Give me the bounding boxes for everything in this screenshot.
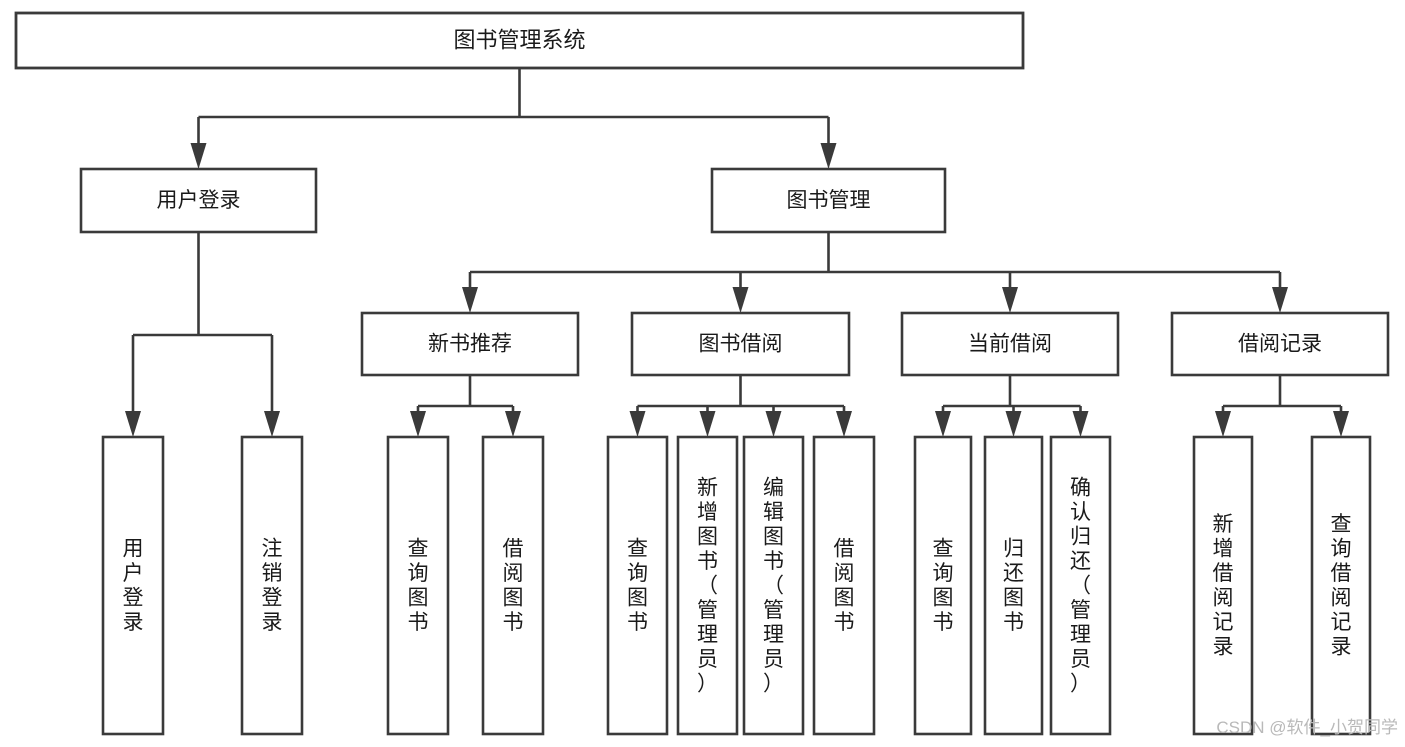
connector-level3-0-arrowhead xyxy=(462,287,478,313)
node-layer: 图书管理系统用户登录图书管理新书推荐图书借阅当前借阅借阅记录用户登录注销登录查询… xyxy=(14,11,1390,736)
node-function-leaf-borrow-book-1-label: 借阅图书 xyxy=(503,538,524,635)
node-function-leaf-query-record-rect[interactable] xyxy=(1310,435,1372,736)
node-module-book-manage-rect[interactable] xyxy=(710,167,947,234)
connector-book-borrow-leaf-0-arrowhead xyxy=(629,411,646,437)
node-function-leaf-query-record[interactable]: 查询借阅记录 xyxy=(1310,435,1372,736)
node-function-leaf-borrow-book-1-rect[interactable] xyxy=(481,435,545,736)
node-root-root-rect[interactable] xyxy=(14,11,1025,70)
node-function-leaf-query-book-3-label: 查询图书 xyxy=(933,538,954,635)
connector-book-borrow-leaf-3-arrowhead xyxy=(836,411,852,437)
node-function-leaf-borrow-book-2-label: 借阅图书 xyxy=(834,538,855,635)
node-function-leaf-query-book-2[interactable]: 查询图书 xyxy=(606,435,669,736)
node-function-leaf-borrow-book-2[interactable]: 借阅图书 xyxy=(812,435,876,736)
connector-level3-1-arrowhead xyxy=(732,287,749,313)
node-function-leaf-query-book-3-rect[interactable] xyxy=(913,435,973,736)
node-submodule-book-borrow-label: 图书借阅 xyxy=(699,333,783,356)
node-module-user-login[interactable]: 用户登录 xyxy=(79,167,318,234)
node-function-leaf-query-book-2-label: 查询图书 xyxy=(627,538,648,635)
node-function-leaf-confirm-return[interactable]: 确认归还（管理员） xyxy=(1049,435,1112,736)
node-submodule-current-borrow[interactable]: 当前借阅 xyxy=(900,311,1120,377)
node-function-leaf-add-record-label: 新增借阅记录 xyxy=(1213,513,1234,659)
node-function-leaf-return-book-label: 归还图书 xyxy=(1003,538,1024,635)
node-submodule-borrow-record-rect[interactable] xyxy=(1170,311,1390,377)
connector-book-borrow-leaf-1-arrowhead xyxy=(699,411,716,437)
node-function-leaf-query-book-1-rect[interactable] xyxy=(386,435,450,736)
node-module-user-login-rect[interactable] xyxy=(79,167,318,234)
node-function-leaf-logout-rect[interactable] xyxy=(240,435,304,736)
node-module-book-manage-label: 图书管理 xyxy=(787,189,871,212)
node-submodule-book-borrow[interactable]: 图书借阅 xyxy=(630,311,851,377)
node-function-leaf-add-book-rect[interactable] xyxy=(676,435,739,736)
node-function-leaf-add-record[interactable]: 新增借阅记录 xyxy=(1192,435,1254,736)
node-function-leaf-edit-book-label: 编辑图书（管理员） xyxy=(763,476,784,695)
node-module-user-login-label: 用户登录 xyxy=(157,189,241,212)
connector-level3-2-arrowhead xyxy=(1002,287,1018,313)
node-function-leaf-edit-book-rect[interactable] xyxy=(742,435,805,736)
connector-current-borrow-leaf-1-arrowhead xyxy=(1005,411,1022,437)
node-function-leaf-borrow-book-1[interactable]: 借阅图书 xyxy=(481,435,545,736)
node-root-root[interactable]: 图书管理系统 xyxy=(14,11,1025,70)
node-module-book-manage[interactable]: 图书管理 xyxy=(710,167,947,234)
node-submodule-new-book-recommend[interactable]: 新书推荐 xyxy=(360,311,580,377)
node-function-leaf-query-book-1[interactable]: 查询图书 xyxy=(386,435,450,736)
node-function-leaf-borrow-book-2-rect[interactable] xyxy=(812,435,876,736)
node-root-root-label: 图书管理系统 xyxy=(453,27,585,52)
connector-level3-3-arrowhead xyxy=(1272,287,1288,313)
connector-new-book-recommend-leaf-1-arrowhead xyxy=(505,411,521,437)
node-submodule-borrow-record-label: 借阅记录 xyxy=(1238,333,1322,356)
node-function-leaf-user-login[interactable]: 用户登录 xyxy=(101,435,165,736)
node-function-leaf-return-book[interactable]: 归还图书 xyxy=(983,435,1044,736)
connector-current-borrow-leaf-2-arrowhead xyxy=(1072,411,1089,437)
node-function-leaf-query-book-1-label: 查询图书 xyxy=(408,538,429,635)
connector-borrow-record-leaf-0-arrowhead xyxy=(1215,411,1231,437)
node-function-leaf-query-book-3[interactable]: 查询图书 xyxy=(913,435,973,736)
node-function-leaf-logout[interactable]: 注销登录 xyxy=(240,435,304,736)
node-function-leaf-query-book-2-rect[interactable] xyxy=(606,435,669,736)
node-function-leaf-edit-book[interactable]: 编辑图书（管理员） xyxy=(742,435,805,736)
connector-level2-1-arrowhead xyxy=(820,143,837,169)
node-function-leaf-query-record-label: 查询借阅记录 xyxy=(1331,513,1352,659)
node-function-leaf-user-login-label: 用户登录 xyxy=(123,538,144,635)
connector-borrow-record-leaf-1-arrowhead xyxy=(1333,411,1349,437)
connector-level2-0-arrowhead xyxy=(190,143,207,169)
node-submodule-book-borrow-rect[interactable] xyxy=(630,311,851,377)
connector-current-borrow-leaf-0-arrowhead xyxy=(935,411,951,437)
node-submodule-current-borrow-rect[interactable] xyxy=(900,311,1120,377)
node-function-leaf-add-record-rect[interactable] xyxy=(1192,435,1254,736)
node-function-leaf-add-book[interactable]: 新增图书（管理员） xyxy=(676,435,739,736)
node-function-leaf-confirm-return-rect[interactable] xyxy=(1049,435,1112,736)
node-submodule-borrow-record[interactable]: 借阅记录 xyxy=(1170,311,1390,377)
connector-user-login-leaf-0-arrowhead xyxy=(125,411,141,437)
node-function-leaf-logout-label: 注销登录 xyxy=(262,538,283,635)
node-submodule-new-book-recommend-rect[interactable] xyxy=(360,311,580,377)
node-submodule-new-book-recommend-label: 新书推荐 xyxy=(428,333,512,356)
node-submodule-current-borrow-label: 当前借阅 xyxy=(968,333,1052,356)
connector-new-book-recommend-leaf-0-arrowhead xyxy=(410,411,426,437)
node-function-leaf-return-book-rect[interactable] xyxy=(983,435,1044,736)
node-function-leaf-confirm-return-label: 确认归还（管理员） xyxy=(1070,476,1091,695)
connector-book-borrow-leaf-2-arrowhead xyxy=(765,411,782,437)
node-function-leaf-add-book-label: 新增图书（管理员） xyxy=(697,476,718,695)
connector-user-login-leaf-1-arrowhead xyxy=(264,411,280,437)
csdn-watermark: CSDN @软件_小贺同学 xyxy=(1216,718,1398,737)
node-function-leaf-user-login-rect[interactable] xyxy=(101,435,165,736)
connector-layer xyxy=(125,68,1349,437)
